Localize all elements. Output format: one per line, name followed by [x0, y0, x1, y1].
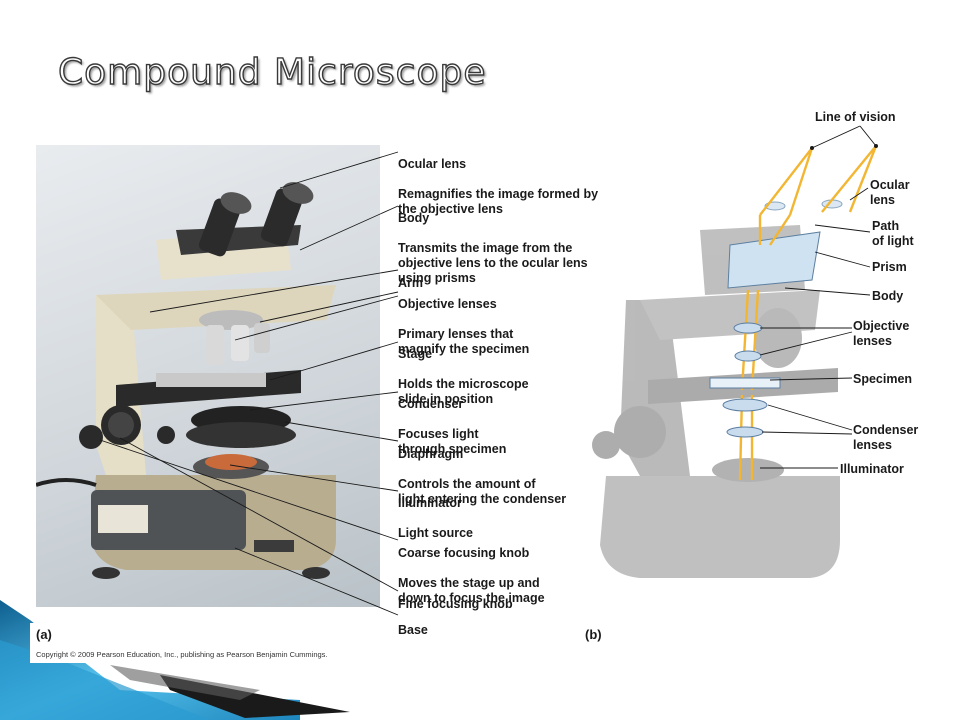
label-ocular-lens: Ocular lens Remagnifies the image formed…	[398, 142, 598, 217]
slide-title: Compound Microscope	[57, 51, 487, 93]
label-name: Condenser	[398, 397, 464, 411]
label-name: Body	[398, 211, 430, 225]
label-name: Illuminator	[398, 496, 462, 510]
label-name: Diaphragm	[398, 447, 464, 461]
label-arm: Arm	[398, 261, 423, 291]
label-objective-lenses: Objective lenses Primary lenses that mag…	[398, 282, 529, 357]
label-desc: Controls the amount of light entering th…	[398, 477, 567, 506]
panel-b-letter: (b)	[585, 627, 602, 642]
label-name: Ocular lens	[398, 157, 467, 171]
label-ocular-lens-b: Ocular lens	[870, 178, 910, 207]
label-fine-focusing-knob: Fine focusing knob	[398, 582, 513, 612]
label-illuminator: Illuminator Light source	[398, 481, 473, 541]
panel-a-letter: (a)	[36, 627, 52, 642]
label-objective-lenses-b: Objective lenses	[853, 319, 910, 348]
label-line-of-vision: Line of vision	[815, 110, 896, 124]
label-name: Coarse focusing knob	[398, 546, 530, 560]
label-stage: Stage Holds the microscope slide in posi…	[398, 332, 529, 407]
label-specimen: Specimen	[853, 372, 913, 386]
label-desc: Primary lenses that magnify the specimen	[398, 327, 530, 356]
label-desc: Moves the stage up and down to focus the…	[398, 576, 545, 605]
label-illuminator-b: Illuminator	[840, 462, 904, 476]
label-condenser-lenses: Condenser lenses	[853, 423, 919, 452]
label-body-b: Body	[872, 289, 904, 303]
label-desc: Remagnifies the image formed by the obje…	[398, 187, 599, 216]
label-prism: Prism	[872, 260, 907, 274]
label-desc: Focuses light through specimen	[398, 427, 507, 456]
microscope-photo	[36, 145, 380, 607]
label-path-of-light: Path of light	[872, 219, 914, 248]
label-diaphragm: Diaphragm Controls the amount of light e…	[398, 432, 566, 507]
label-name: Stage	[398, 347, 433, 361]
label-coarse-focusing-knob: Coarse focusing knob Moves the stage up …	[398, 531, 545, 606]
label-body: Body Transmits the image from the object…	[398, 196, 588, 286]
label-name: Arm	[398, 276, 424, 290]
label-name: Objective lenses	[398, 297, 497, 311]
label-base: Base	[398, 608, 428, 638]
label-name: Base	[398, 623, 428, 637]
label-desc: Transmits the image from the objective l…	[398, 241, 588, 285]
copyright-text: Copyright © 2009 Pearson Education, Inc.…	[36, 650, 328, 659]
label-name: Fine focusing knob	[398, 597, 513, 611]
label-condenser: Condenser Focuses light through specimen	[398, 382, 506, 457]
label-desc: Holds the microscope slide in position	[398, 377, 529, 406]
figure-footer	[30, 623, 360, 663]
label-desc: Light source	[398, 526, 474, 540]
